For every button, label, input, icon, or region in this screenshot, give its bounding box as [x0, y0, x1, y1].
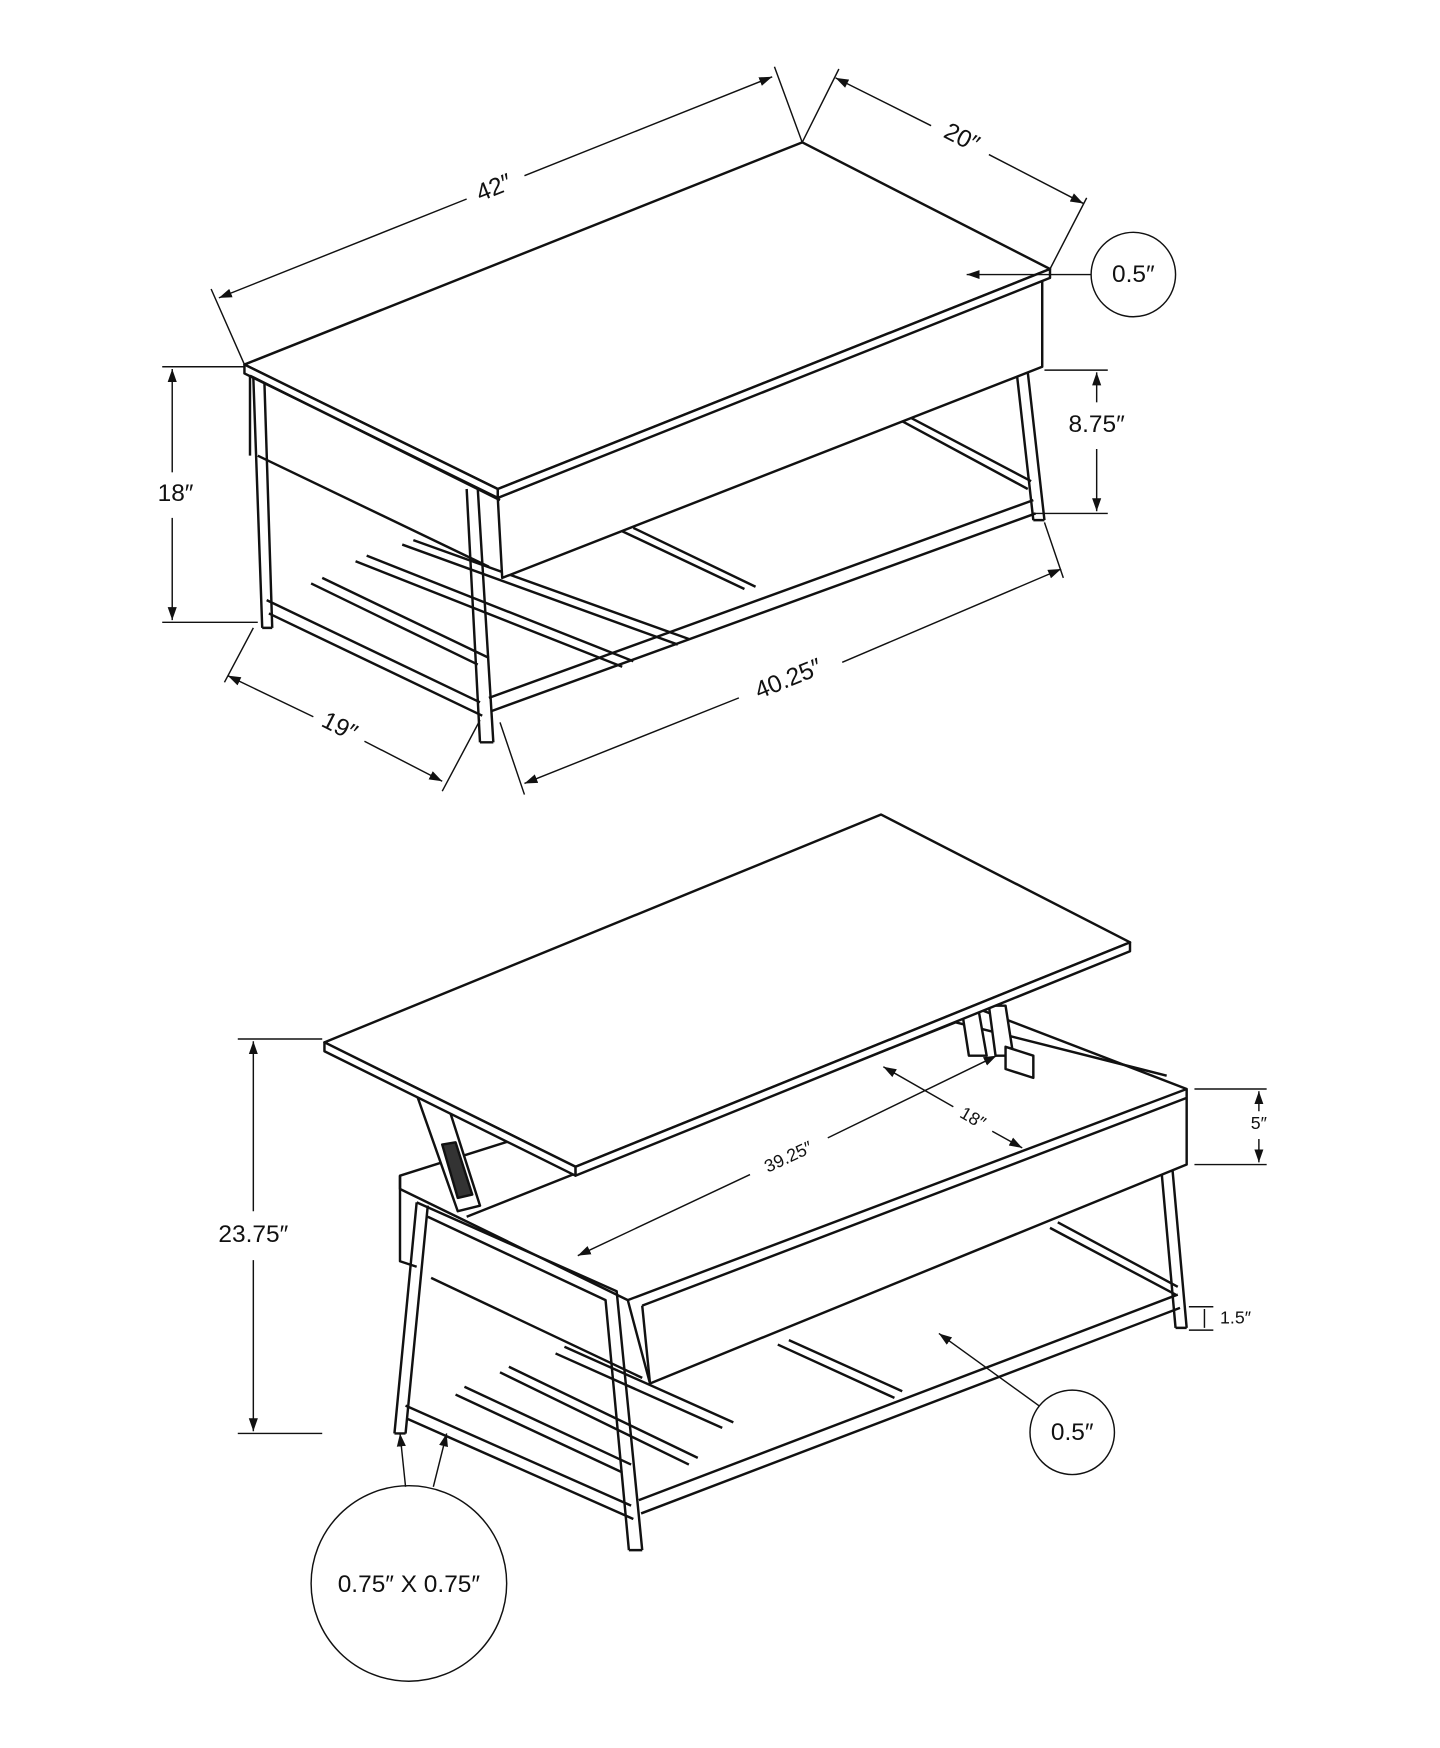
dim-depth: 20″: [939, 118, 983, 158]
side-rail-upper: [257, 454, 490, 568]
leg-front-frame: [416, 1201, 644, 1552]
box-front-rim: [627, 1087, 1188, 1307]
back-shelf-rail: [1049, 1221, 1179, 1296]
dim-drawer-clearance: 8.75″: [1069, 411, 1126, 438]
dim-base-depth: 19″: [317, 707, 361, 747]
dim-shelf-thickness: 0.5″: [1051, 1419, 1094, 1446]
leg-profile-circle: [310, 1484, 508, 1682]
lower-shelf-slats: [455, 1338, 903, 1474]
dim-leg-profile: 0.75″ X 0.75″: [338, 1571, 481, 1598]
dim-length: 42″: [472, 169, 516, 208]
dim-base-length: 40.25″: [751, 653, 826, 704]
shelf-front-rail: [266, 599, 483, 717]
lower-shelf-slats: [310, 526, 757, 668]
back-shelf-rail: [899, 415, 1032, 491]
closed-table-drawing: [243, 141, 1052, 744]
leg-left: [252, 377, 274, 630]
dim-top-thickness: 0.5″: [1112, 261, 1155, 288]
hinge-plate: [1004, 1045, 1035, 1080]
leg-right: [1015, 372, 1046, 522]
side-rail-upper: [430, 1276, 643, 1379]
leg-front: [465, 488, 495, 744]
lifted-table-drawing: [323, 813, 1188, 1552]
shelf-long-rail: [638, 1293, 1181, 1515]
dim-box-height: 5″: [1251, 1113, 1267, 1133]
callout-circle: [1029, 1389, 1116, 1476]
dim-shelf-rail: 1.5″: [1220, 1308, 1251, 1328]
dim-height: 18″: [158, 480, 194, 507]
leg-right: [1159, 1166, 1188, 1330]
shelf-long-rail: [488, 498, 1036, 713]
dim-lifted-height: 23.75″: [218, 1221, 288, 1248]
